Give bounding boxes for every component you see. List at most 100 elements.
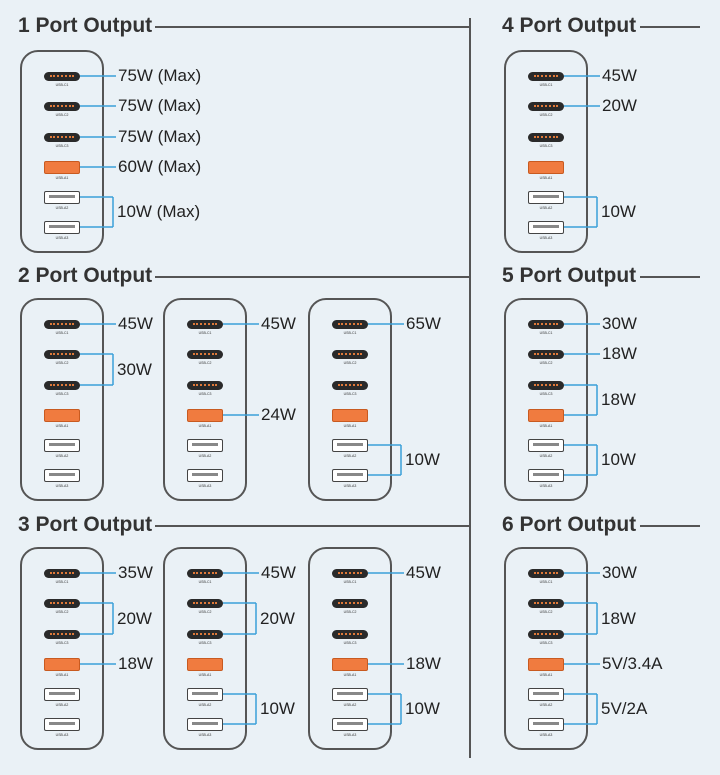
port-name: USB-A1 xyxy=(343,423,357,428)
output-value-label: 75W (Max) xyxy=(118,96,202,115)
output-value-label: 20W xyxy=(260,608,295,628)
usb-c-port xyxy=(44,101,80,111)
port-name: USB-A2 xyxy=(55,205,69,210)
port-name: USB-A3 xyxy=(539,483,553,488)
port-name: USB-C3 xyxy=(55,391,69,396)
usb-c-port xyxy=(187,349,223,359)
section-title: 6 Port Output xyxy=(502,513,637,536)
usb-a-port-fast xyxy=(528,657,564,671)
usb-c-port xyxy=(44,568,80,578)
port-name: USB-C1 xyxy=(55,82,69,87)
output-value-label: 45W xyxy=(261,563,296,582)
usb-c-port xyxy=(528,380,564,390)
usb-a-port xyxy=(528,190,564,204)
output-value-label: 18W xyxy=(601,390,636,409)
port-name: USB-C2 xyxy=(539,112,553,117)
port-name: USB-C2 xyxy=(343,609,357,614)
section-title: 4 Port Output xyxy=(502,14,637,37)
port-name: USB-C1 xyxy=(539,82,553,87)
port-name: USB-A3 xyxy=(343,483,357,488)
port-name: USB-A2 xyxy=(539,205,553,210)
output-value-label: 45W xyxy=(406,563,441,582)
usb-c-port xyxy=(44,380,80,390)
usb-a-port xyxy=(528,687,564,701)
usb-c-port xyxy=(332,349,368,359)
usb-c-port xyxy=(528,319,564,329)
section-title: 2 Port Output xyxy=(18,264,153,287)
usb-c-port xyxy=(528,568,564,578)
usb-c-port xyxy=(187,319,223,329)
usb-a-port xyxy=(528,468,564,482)
port-name: USB-A1 xyxy=(539,175,553,180)
usb-a-port xyxy=(528,220,564,234)
port-name: USB-A1 xyxy=(55,175,69,180)
port-name: USB-A3 xyxy=(539,235,553,240)
port-name: USB-C2 xyxy=(198,360,212,365)
section-title: 3 Port Output xyxy=(18,513,153,536)
port-name: USB-C3 xyxy=(539,640,553,645)
usb-c-port xyxy=(44,629,80,639)
output-value-label: 30W xyxy=(602,563,637,582)
charger-body xyxy=(20,547,104,750)
usb-a-port-fast xyxy=(528,408,564,422)
output-value-label: 18W xyxy=(406,654,441,673)
section-rule xyxy=(155,26,470,28)
port-name: USB-C1 xyxy=(343,579,357,584)
usb-c-port xyxy=(44,598,80,608)
usb-c-port xyxy=(44,132,80,142)
usb-c-port xyxy=(528,629,564,639)
usb-a-port xyxy=(332,468,368,482)
usb-a-port xyxy=(332,717,368,731)
port-name: USB-C3 xyxy=(343,391,357,396)
output-value-label: 5V/3.4A xyxy=(602,654,663,673)
usb-c-port xyxy=(332,568,368,578)
usb-a-port xyxy=(44,220,80,234)
usb-a-port xyxy=(528,438,564,452)
charger-body xyxy=(163,547,247,750)
charger-body xyxy=(308,298,392,501)
output-value-label: 30W xyxy=(117,359,152,379)
port-name: USB-A2 xyxy=(539,453,553,458)
port-name: USB-A3 xyxy=(198,732,212,737)
charger-body xyxy=(504,298,588,501)
port-name: USB-C1 xyxy=(55,330,69,335)
port-name: USB-C1 xyxy=(198,579,212,584)
port-name: USB-C3 xyxy=(198,640,212,645)
usb-a-port-fast xyxy=(187,657,223,671)
usb-c-port xyxy=(44,349,80,359)
port-name: USB-C1 xyxy=(55,579,69,584)
output-value-label: 10W (Max) xyxy=(117,202,201,221)
output-value-label: 65W xyxy=(406,314,441,333)
section-title: 1 Port Output xyxy=(18,14,153,37)
port-name: USB-C3 xyxy=(539,391,553,396)
port-name: USB-C2 xyxy=(539,609,553,614)
section-rule xyxy=(640,276,700,278)
output-value-label: 45W xyxy=(118,314,153,333)
port-name: USB-C2 xyxy=(539,360,553,365)
port-name: USB-A2 xyxy=(343,702,357,707)
port-name: USB-C2 xyxy=(55,360,69,365)
port-name: USB-A1 xyxy=(539,672,553,677)
port-name: USB-A2 xyxy=(55,702,69,707)
port-name: USB-C1 xyxy=(198,330,212,335)
usb-a-port xyxy=(332,438,368,452)
port-name: USB-A2 xyxy=(198,702,212,707)
output-value-label: 20W xyxy=(117,608,152,628)
output-value-label: 10W xyxy=(601,450,636,469)
usb-c-port xyxy=(332,629,368,639)
port-name: USB-A1 xyxy=(198,423,212,428)
usb-a-port xyxy=(187,687,223,701)
output-value-label: 75W (Max) xyxy=(118,127,202,146)
usb-a-port xyxy=(187,717,223,731)
section-title: 5 Port Output xyxy=(502,264,637,287)
usb-a-port xyxy=(187,438,223,452)
output-value-label: 60W (Max) xyxy=(118,157,202,176)
usb-a-port-fast xyxy=(528,160,564,174)
usb-c-port xyxy=(332,380,368,390)
usb-a-port xyxy=(187,468,223,482)
usb-a-port-fast xyxy=(44,657,80,671)
port-name: USB-A2 xyxy=(198,453,212,458)
usb-c-port xyxy=(44,71,80,81)
output-value-label: 18W xyxy=(601,608,636,628)
